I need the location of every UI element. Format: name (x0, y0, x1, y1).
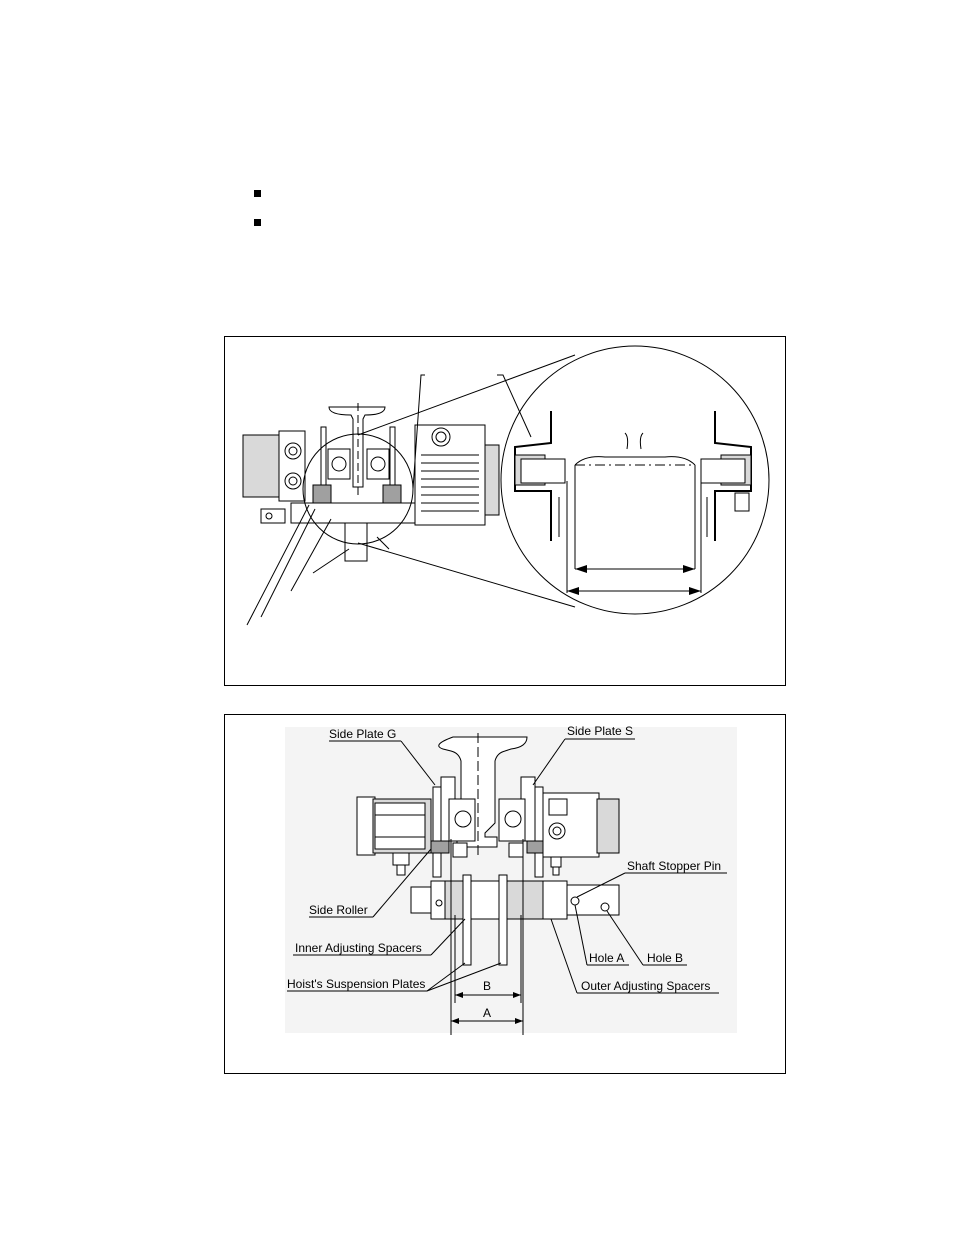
figure-1-leader-lines (246, 354, 576, 626)
label-side-plate-g: Side Plate G (329, 727, 396, 741)
detail-magnified-view (500, 345, 770, 615)
label-dimension-b: B (483, 979, 491, 993)
bullet-marker-1 (254, 190, 261, 197)
trolley-body (290, 426, 422, 562)
label-hoists-suspension-plates: Hoist's Suspension Plates (287, 977, 425, 991)
left-motor (242, 430, 306, 524)
label-dimension-a: A (483, 1006, 491, 1020)
label-side-roller: Side Roller (309, 903, 368, 917)
right-motor (414, 424, 500, 526)
figure-1-trolley-detail (224, 336, 786, 686)
figure-1-drawing (242, 345, 770, 626)
right-side-plate-and-wheel (498, 776, 546, 878)
beam-profile (328, 406, 386, 488)
label-outer-adjusting-spacers: Outer Adjusting Spacers (581, 979, 710, 993)
dimension-lines (451, 992, 523, 1024)
figure-2-leader-lines (287, 738, 727, 994)
bullet-marker-2 (254, 219, 261, 226)
right-drive-motor (542, 792, 620, 876)
label-hole-b: Hole B (647, 951, 683, 965)
figure-2-trolley-assembly: Side Plate G Side Plate S Shaft Stopper … (224, 714, 786, 1074)
label-shaft-stopper-pin: Shaft Stopper Pin (627, 859, 721, 873)
label-side-plate-s: Side Plate S (567, 724, 633, 738)
i-beam (438, 733, 528, 855)
figure-2-drawing: Side Plate G Side Plate S Shaft Stopper … (285, 724, 737, 1035)
label-inner-adjusting-spacers: Inner Adjusting Spacers (295, 941, 422, 955)
left-drive-motor (356, 796, 432, 876)
suspension-shaft (410, 839, 620, 1035)
label-hole-a: Hole A (589, 951, 624, 965)
left-side-plate-and-wheel (430, 776, 476, 878)
